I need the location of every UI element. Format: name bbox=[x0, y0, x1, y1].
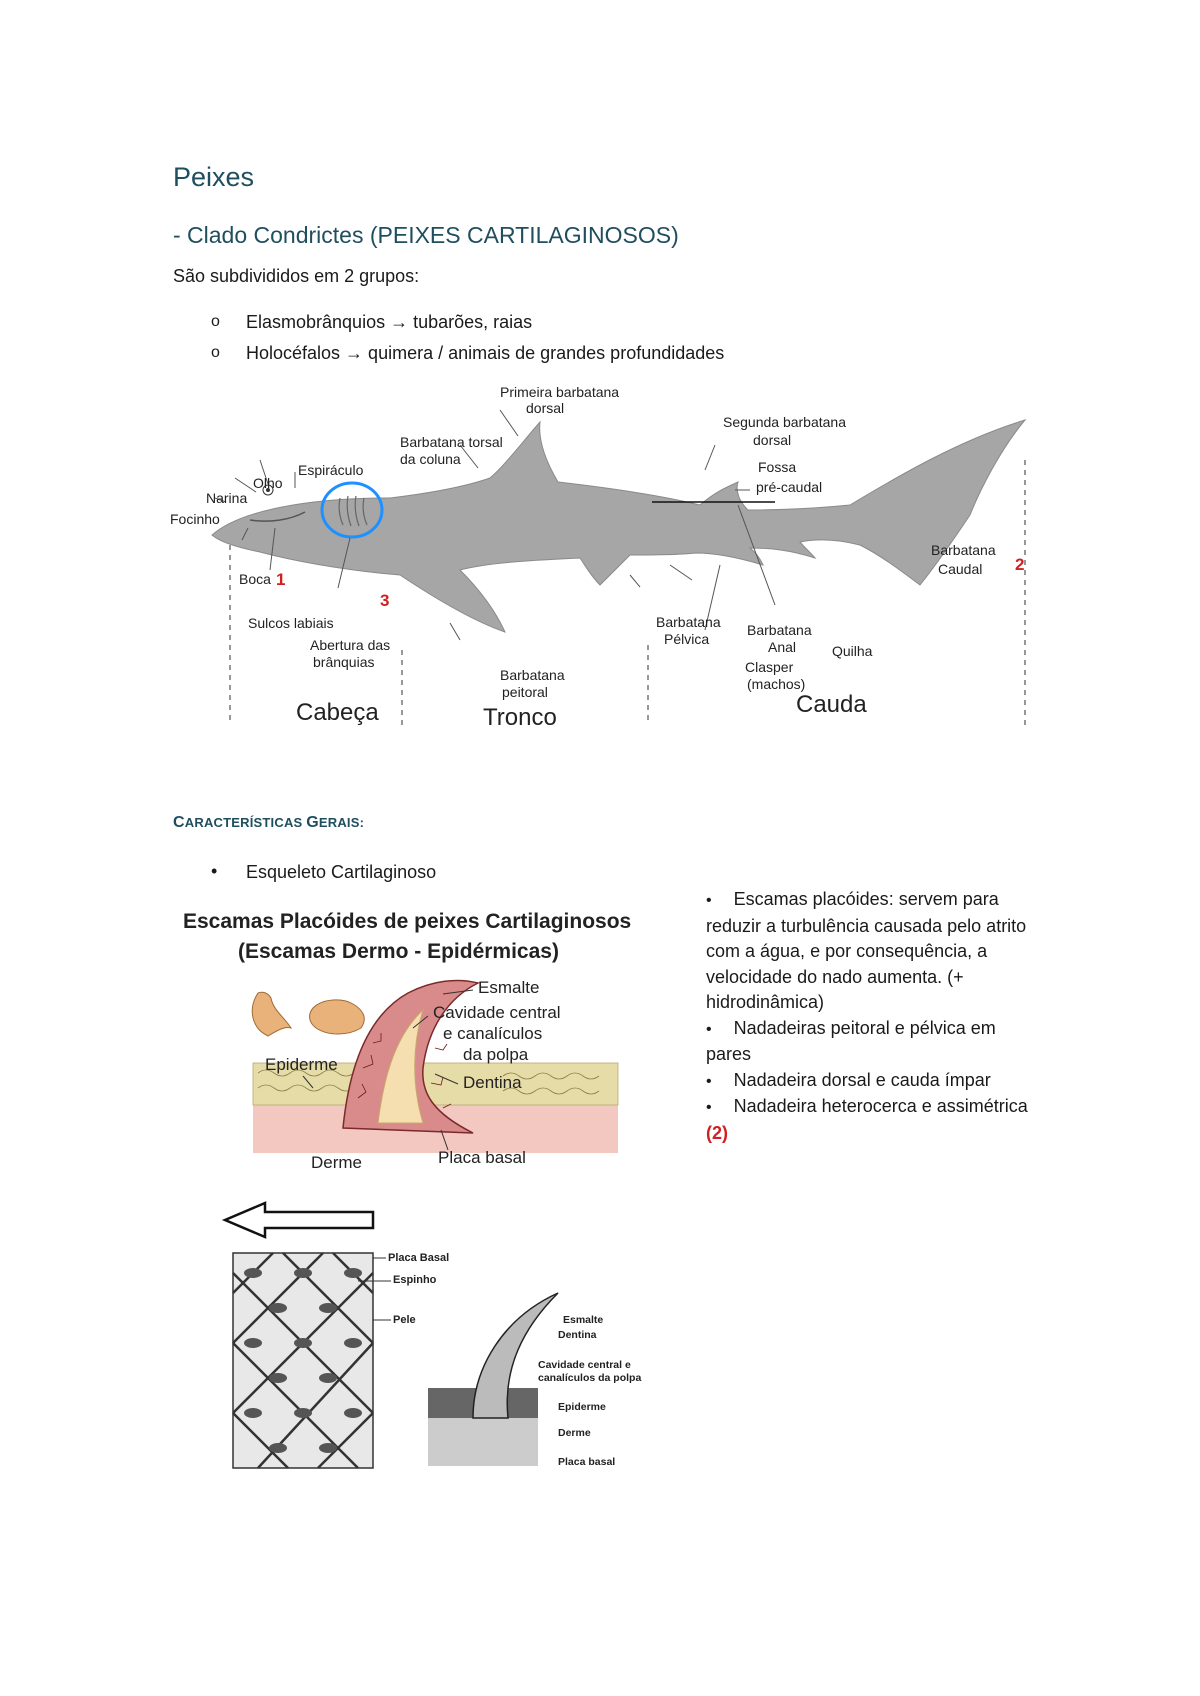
marker-2: 2 bbox=[1015, 555, 1024, 574]
label-dentina: Dentina bbox=[463, 1073, 522, 1092]
label-dentina-small: Dentina bbox=[558, 1329, 597, 1341]
figure-subtitle: (Escamas Dermo - Epidérmicas) bbox=[238, 940, 559, 963]
label-torsal: da coluna bbox=[400, 451, 461, 467]
label-placa-basal-small: Placa Basal bbox=[388, 1252, 449, 1264]
label-derme-small: Derme bbox=[558, 1427, 591, 1439]
scale-cross-section bbox=[472, 1292, 559, 1419]
spine-marks bbox=[244, 1268, 362, 1453]
region-label-cauda: Cauda bbox=[796, 691, 867, 718]
label-primeira: dorsal bbox=[526, 400, 564, 416]
label-clasper: (machos) bbox=[747, 676, 805, 692]
marker-1: 1 bbox=[276, 570, 285, 589]
label-primeira: Primeira barbatana bbox=[500, 384, 619, 400]
label-narina: Narina bbox=[206, 490, 247, 506]
list-item: o Holocéfalos → quimera / animais de gra… bbox=[211, 343, 725, 364]
skin-pattern bbox=[232, 1252, 374, 1469]
section-subtitle: - Clado Condrictes (PEIXES CARTILAGINOSO… bbox=[173, 222, 679, 248]
label-anal: Barbatana bbox=[747, 622, 812, 638]
skeleton-item-text: Esqueleto Cartilaginoso bbox=[246, 862, 437, 882]
region-dividers bbox=[229, 460, 1026, 725]
label-abertura: Abertura das bbox=[310, 637, 390, 653]
label-derme: Derme bbox=[311, 1153, 362, 1172]
label-abertura: brânquias bbox=[313, 654, 375, 670]
figure-title: Escamas Placóides de peixes Cartilaginos… bbox=[183, 910, 631, 933]
bullet-icon: • bbox=[706, 1072, 712, 1090]
label-caudal: Caudal bbox=[938, 561, 982, 577]
circle-bullet-icon: o bbox=[211, 344, 220, 361]
features-list: •Escamas placóides: servem para reduzir … bbox=[706, 887, 1036, 1146]
label-placa-basal: Placa basal bbox=[438, 1148, 526, 1167]
label-placa-small: Placa basal bbox=[558, 1456, 615, 1468]
group-item-text: Holocéfalos → quimera / animais de grand… bbox=[246, 343, 725, 363]
label-peitoral: Barbatana bbox=[500, 667, 565, 683]
marker-3: 3 bbox=[380, 591, 389, 610]
label-espinho: Espinho bbox=[393, 1274, 437, 1286]
group-item-text: Elasmobrânquios → tubarões, raias bbox=[246, 312, 533, 332]
label-quilha: Quilha bbox=[832, 643, 873, 659]
label-focinho: Focinho bbox=[170, 511, 220, 527]
shark-body bbox=[211, 419, 1027, 633]
label-epiderme: Epiderme bbox=[265, 1055, 338, 1074]
label-cavidade-small: Cavidade central e bbox=[538, 1359, 631, 1371]
bullet-icon: • bbox=[706, 1020, 712, 1038]
label-segunda: dorsal bbox=[753, 432, 791, 448]
list-item: •Escamas placóides: servem para reduzir … bbox=[706, 889, 1027, 1012]
list-item: • Esqueleto Cartilaginoso bbox=[211, 861, 437, 883]
placoid-scales-figure: Escamas Placóides de peixes Cartilaginos… bbox=[173, 898, 663, 1498]
label-pelvica: Barbatana bbox=[656, 614, 721, 630]
page-title: Peixes bbox=[173, 162, 255, 192]
label-sulcos: Sulcos labiais bbox=[248, 615, 334, 631]
bullet-icon: • bbox=[211, 861, 218, 881]
arrow-left-icon bbox=[221, 1201, 375, 1239]
derme-section bbox=[428, 1418, 538, 1466]
label-cavidade: Cavidade central bbox=[433, 1003, 561, 1022]
list-item: •Nadadeira heterocerca e assimétrica (2) bbox=[706, 1096, 1028, 1143]
region-label-cabeca: Cabeça bbox=[296, 699, 379, 726]
region-label-tronco: Tronco bbox=[483, 704, 557, 731]
bullet-icon: • bbox=[706, 1099, 712, 1116]
scale-shape-icon bbox=[251, 991, 293, 1037]
label-espiraculo: Espiráculo bbox=[298, 462, 364, 478]
label-esmalte: Esmalte bbox=[478, 978, 539, 997]
label-esmalte-small: Esmalte bbox=[563, 1314, 603, 1326]
label-cavidade: da polpa bbox=[463, 1045, 529, 1064]
label-anal: Anal bbox=[768, 639, 796, 655]
label-peitoral: peitoral bbox=[502, 684, 548, 700]
bullet-icon: • bbox=[706, 892, 712, 909]
label-cavidade-small: canalículos da polpa bbox=[538, 1372, 641, 1384]
shark-mouth bbox=[249, 511, 306, 522]
figure-reference: (2) bbox=[706, 1122, 728, 1143]
gill-highlight-circle bbox=[320, 481, 384, 539]
scale-shape-icon bbox=[309, 999, 365, 1035]
section-heading: CARACTERÍSTICAS GERAIS: bbox=[173, 814, 365, 831]
list-item: •Nadadeiras peitoral e pélvica em pares bbox=[706, 1017, 996, 1065]
label-clasper: Clasper bbox=[745, 659, 794, 675]
label-fossa: Fossa bbox=[758, 459, 796, 475]
label-cavidade: e canalículos bbox=[443, 1024, 542, 1043]
shark-anatomy-diagram: Primeira barbatana dorsal Segunda barbat… bbox=[170, 384, 1027, 731]
list-item: o Elasmobrânquios → tubarões, raias bbox=[211, 312, 533, 333]
label-boca: Boca bbox=[239, 571, 271, 587]
label-pele: Pele bbox=[393, 1314, 416, 1326]
pulp-cavity bbox=[377, 1008, 425, 1124]
list-item: •Nadadeira dorsal e cauda ímpar bbox=[706, 1069, 991, 1090]
label-fossa: pré-caudal bbox=[756, 479, 822, 495]
intro-text: São subdivididos em 2 grupos: bbox=[173, 266, 420, 286]
label-segunda: Segunda barbatana bbox=[723, 414, 846, 430]
label-epiderme-small: Epiderme bbox=[558, 1401, 606, 1413]
label-olho: Olho bbox=[253, 475, 283, 491]
label-caudal: Barbatana bbox=[931, 542, 996, 558]
circle-bullet-icon: o bbox=[211, 313, 220, 330]
label-pelvica: Pélvica bbox=[664, 631, 709, 647]
label-torsal: Barbatana torsal bbox=[400, 434, 503, 450]
